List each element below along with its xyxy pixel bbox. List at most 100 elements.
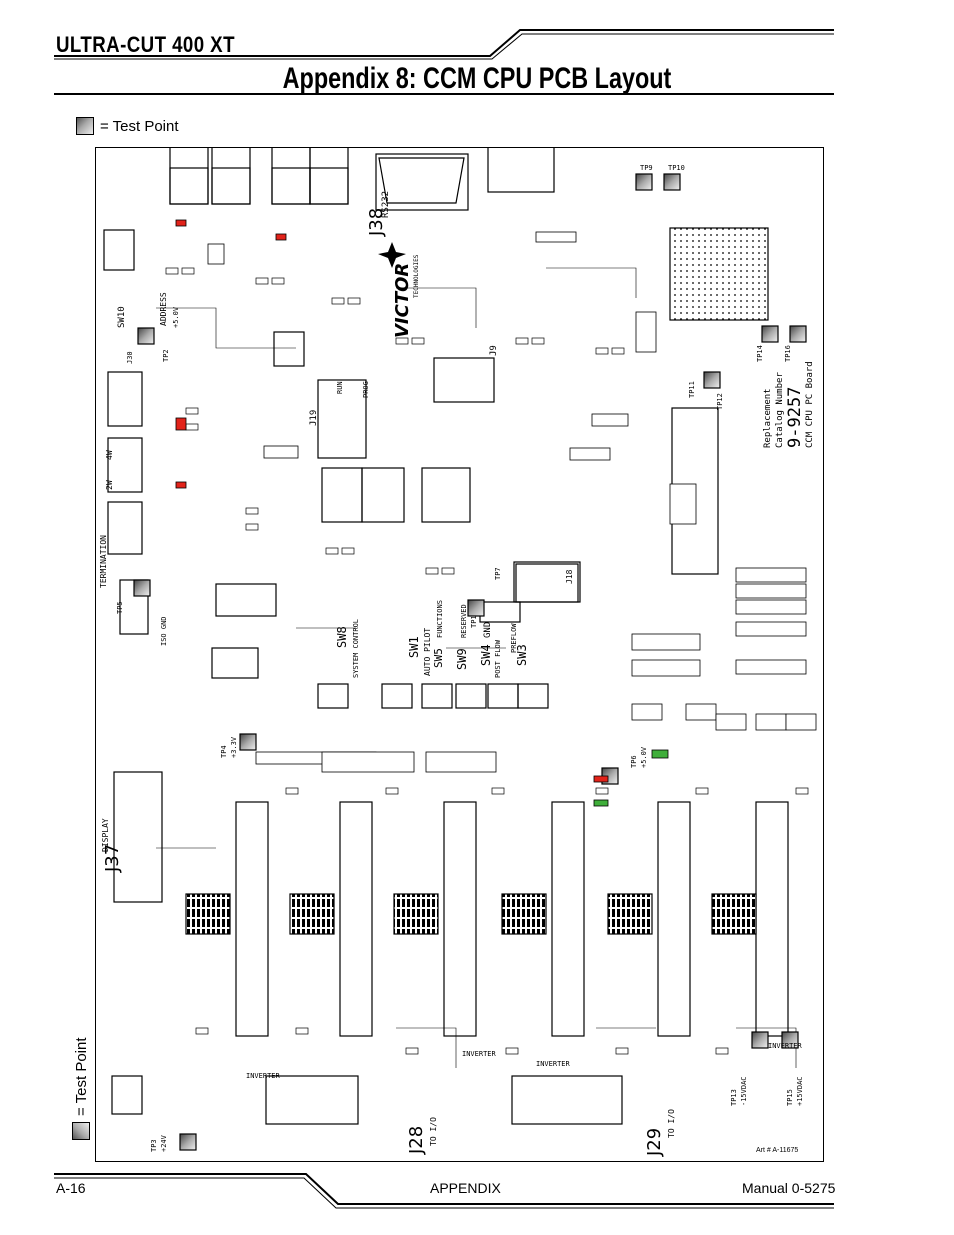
- inverter-label-2: INVERTER: [462, 1050, 497, 1058]
- tp10-icon: [663, 173, 681, 191]
- tp1-icon: [467, 599, 485, 617]
- test-point-icon: [76, 117, 94, 135]
- red-led-d2: [175, 481, 187, 489]
- j29-label: J29: [644, 1128, 665, 1157]
- tp5-icon: [133, 579, 151, 597]
- tp4-icon: [239, 733, 257, 751]
- tp3-voltage: +24V: [160, 1134, 168, 1152]
- sw10-label: SW10: [117, 306, 127, 328]
- termination-label: TERMINATION: [99, 535, 108, 588]
- test-point-legend: = Test Point: [76, 117, 179, 135]
- green-led-d17: [593, 799, 609, 807]
- manual-number: Manual 0-5275: [742, 1180, 836, 1196]
- sw4-sublabel: GND: [483, 622, 493, 638]
- run-label: RUN: [336, 381, 344, 394]
- tp14-icon: [761, 325, 779, 343]
- sw1-sublabel: AUTO PILOT: [423, 628, 432, 676]
- page-footer: [0, 1168, 954, 1235]
- victor-text: VICTOR: [392, 263, 413, 338]
- tp6-label: TP6: [630, 755, 638, 768]
- red-led-ds: [175, 417, 187, 431]
- catalog-number: 9-9257: [785, 387, 805, 448]
- test-point-icon: [72, 1122, 90, 1140]
- product-name: ULTRA-CUT 400 XT: [56, 32, 235, 57]
- ics: [103, 227, 769, 1125]
- j38-label: J38: [366, 208, 387, 237]
- technologies-text: TECHNOLOGIES: [413, 254, 420, 298]
- tp15-label: TP15: [786, 1089, 794, 1106]
- inverter-label-4: INVERTER: [768, 1042, 803, 1050]
- component-arrays: [207, 231, 817, 773]
- iso-gnd-label: ISO GND: [160, 616, 168, 646]
- footer-rule: [54, 1173, 834, 1209]
- driver-columns: [185, 801, 789, 1037]
- j28-sublabel: TO I/O: [429, 1117, 438, 1146]
- tp12-label: TP12: [716, 393, 724, 410]
- tp10-label: TP10: [668, 164, 685, 172]
- j30-label: J30: [126, 351, 134, 364]
- rj45-connectors: [169, 148, 349, 205]
- j28-label: J28: [406, 1126, 427, 1155]
- tp14-label: TP14: [756, 345, 764, 362]
- tp11-icon: [703, 371, 721, 389]
- sw9-label: SW9: [455, 648, 469, 670]
- section-name: APPENDIX: [430, 1180, 501, 1196]
- pcb-drawing: J38 RS232 VICTOR TECHNOLOGIES J9 J19 RUN…: [99, 148, 817, 1157]
- j37-label: J37: [102, 844, 123, 873]
- test-point-markers: [133, 173, 807, 1151]
- rs232-label: RS232: [381, 191, 391, 218]
- tp11-label: TP11: [688, 381, 696, 398]
- j18-label: J18: [565, 569, 574, 584]
- tp13-voltage: -15VDAC: [740, 1076, 748, 1106]
- prog-label: PROG: [362, 381, 370, 398]
- catalog-label: Catalog Number: [775, 372, 785, 448]
- legend-text: = Test Point: [100, 117, 179, 135]
- sw8-label: SW8: [335, 626, 349, 648]
- inverter-label-1: INVERTER: [246, 1072, 281, 1080]
- tp2-icon: [137, 327, 155, 345]
- tp1-label: TP1: [470, 615, 478, 628]
- pcb-traces: [156, 267, 797, 1068]
- tp16-label: TP16: [784, 345, 792, 362]
- tp15-voltage: +15VDAC: [796, 1076, 804, 1106]
- tp15-icon: [781, 1031, 799, 1049]
- tp4-label: TP4: [220, 745, 228, 758]
- address-label: ADDRESS: [159, 292, 168, 326]
- vertical-test-point-legend: = Test Point: [72, 1037, 90, 1140]
- tp2-label: TP2: [162, 349, 170, 362]
- page-number: A-16: [56, 1180, 86, 1196]
- tp3-label: TP3: [150, 1139, 158, 1152]
- inverter-label-3: INVERTER: [536, 1060, 571, 1068]
- tp9-icon: [635, 173, 653, 191]
- pcb-board: J38 RS232 VICTOR TECHNOLOGIES J9 J19 RUN…: [95, 147, 824, 1162]
- sw4-label: SW4: [479, 644, 493, 666]
- red-led-d18: [593, 775, 609, 783]
- red-led-d4: [175, 219, 187, 227]
- tp2-voltage: +5.0V: [172, 306, 180, 328]
- art-number: Art # A-11675: [756, 1147, 799, 1154]
- small-parts: [165, 267, 809, 1055]
- sw9-sublabel: RESERVED: [460, 604, 468, 638]
- switch-blocks: [317, 563, 579, 709]
- sw8-sublabel: SYSTEM CONTROL: [352, 619, 360, 678]
- page-header: [0, 0, 954, 80]
- post-flow-label: POST FLOW: [494, 639, 502, 678]
- sw1-label: SW1: [407, 636, 421, 658]
- tp13-label: TP13: [730, 1089, 738, 1106]
- tp7-label: TP7: [494, 567, 502, 580]
- sw3-label: SW3: [515, 644, 529, 666]
- tp5-label: TP5: [116, 601, 124, 614]
- replacement-label: Replacement: [763, 388, 773, 448]
- header-rule: [54, 29, 834, 60]
- page-title: Appendix 8: CCM CPU PCB Layout: [282, 62, 672, 95]
- sw5-sublabel: FUNCTIONS: [436, 600, 444, 638]
- tp13-icon: [751, 1031, 769, 1049]
- board-labels: J38 RS232 VICTOR TECHNOLOGIES J9 J19 RUN…: [99, 164, 815, 1157]
- j19-label: J19: [309, 410, 319, 426]
- j38-db9: [375, 148, 555, 211]
- red-led-d5: [275, 233, 287, 241]
- vertical-legend-text: = Test Point: [72, 1037, 90, 1116]
- j29-sublabel: TO I/O: [667, 1109, 676, 1138]
- j9-label: J9: [489, 345, 499, 356]
- tp9-label: TP9: [640, 164, 653, 172]
